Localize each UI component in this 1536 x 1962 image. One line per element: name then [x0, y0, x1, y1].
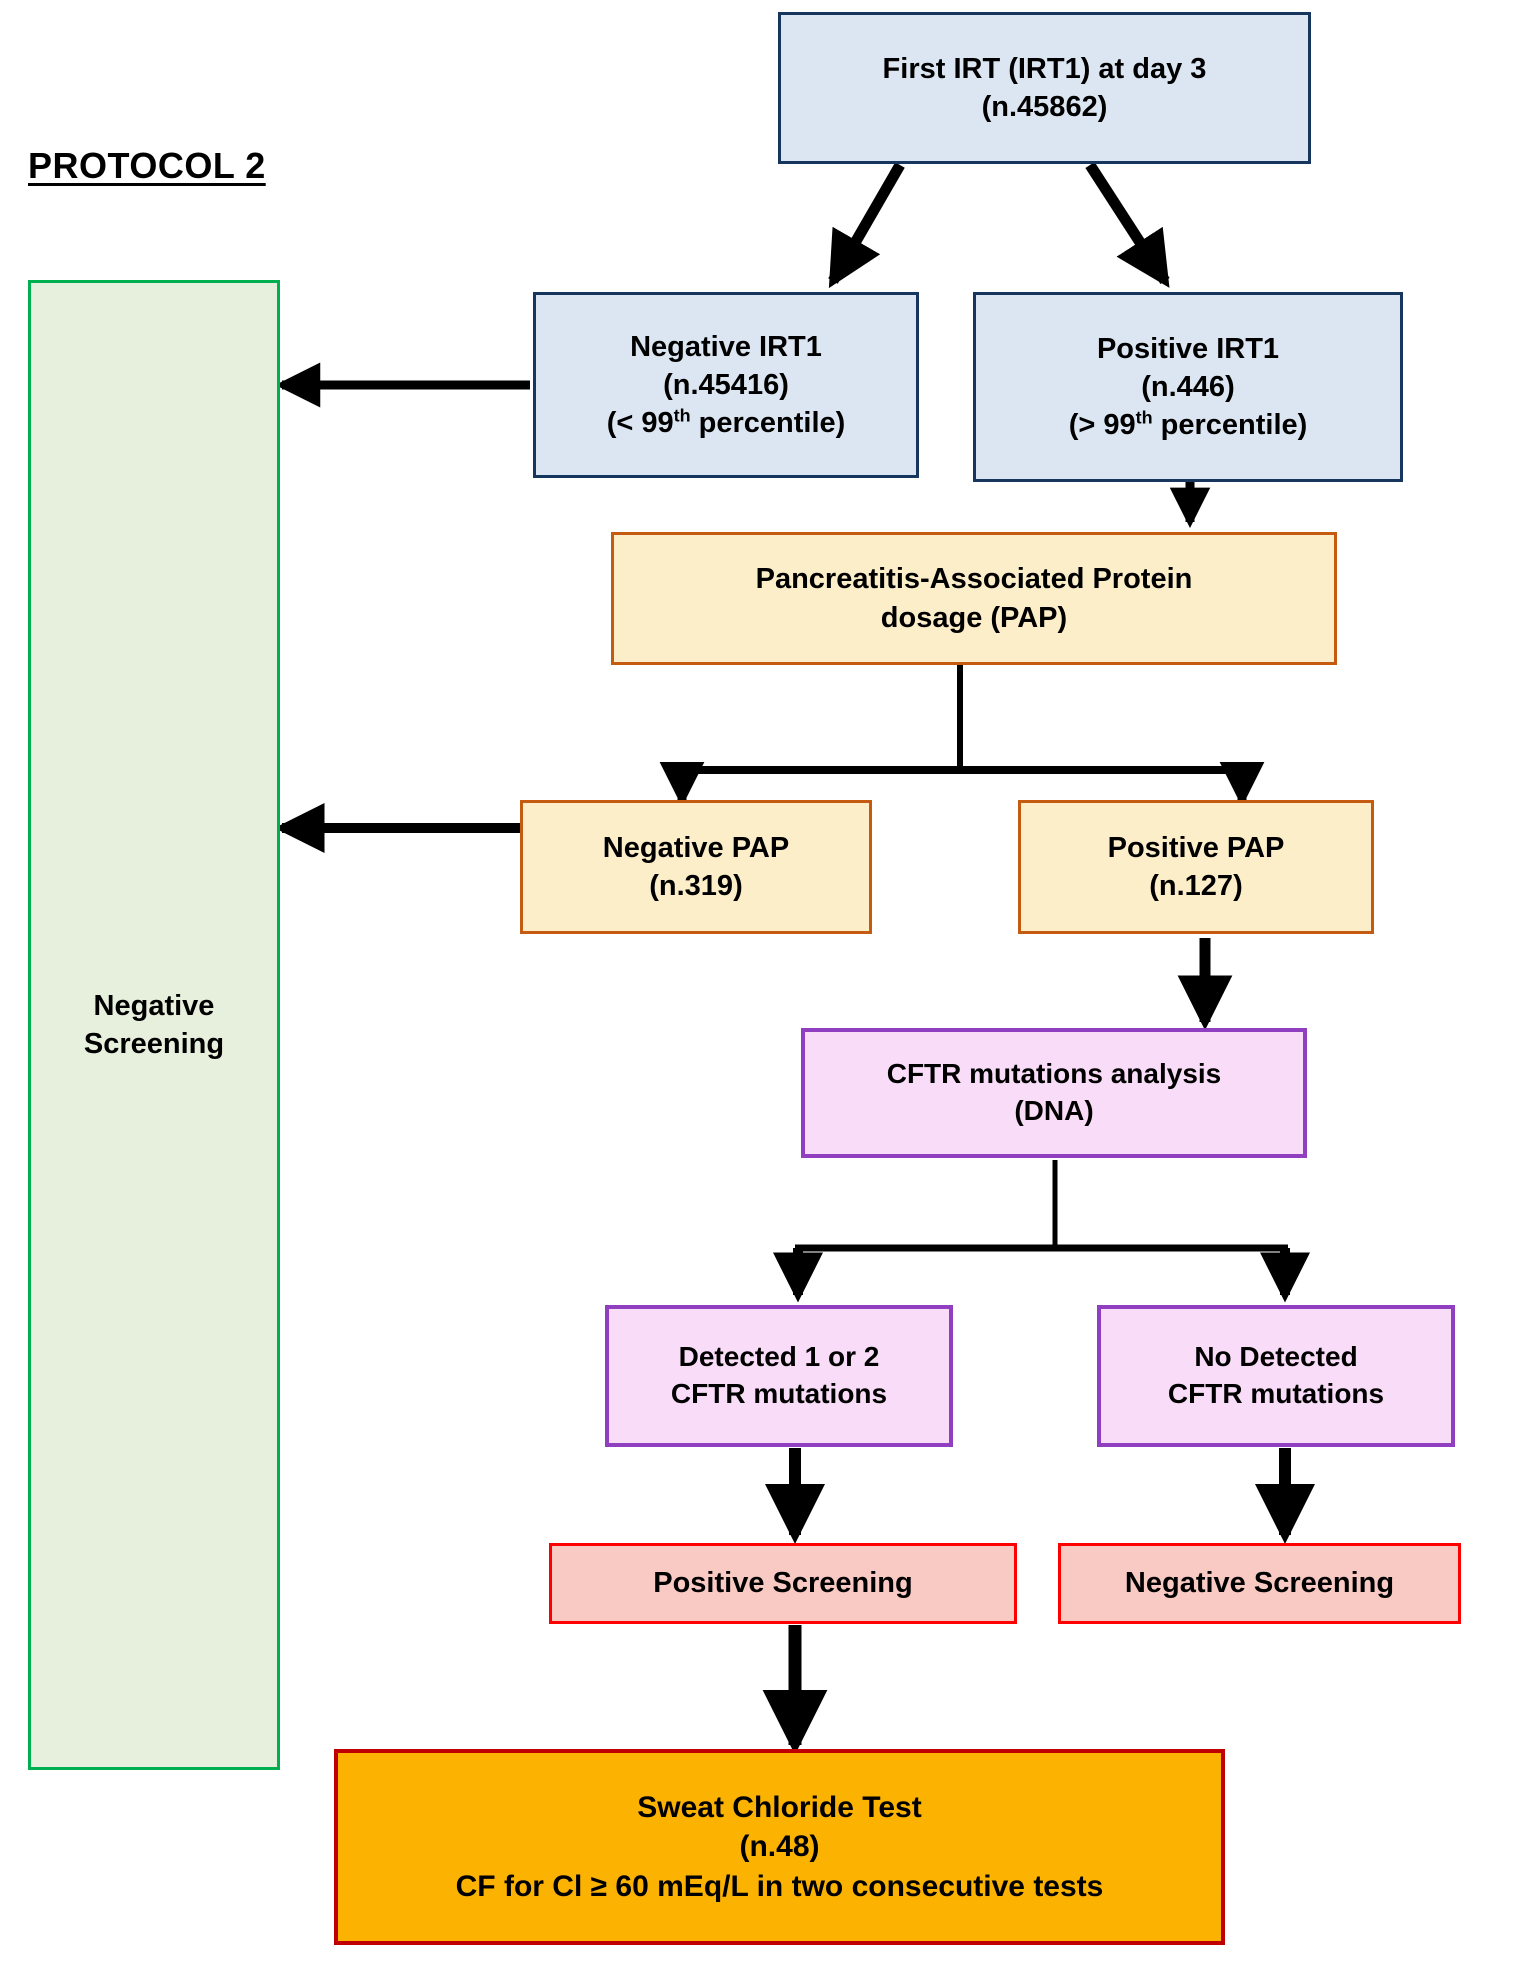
node-positive-irt1-line3-post: percentile) — [1152, 409, 1308, 442]
node-first-irt1: First IRT (IRT1) at day 3 (n.45862) — [778, 12, 1311, 164]
node-negative-irt1-line3: (< 99th percentile) — [607, 404, 846, 442]
edge-irt1-to-positive — [1085, 162, 1170, 288]
node-cftr-analysis-line1: CFTR mutations analysis — [886, 1058, 1222, 1090]
node-cftr-analysis: CFTR mutations analysis (DNA) — [801, 1028, 1307, 1158]
node-sweat-chloride-test-line3: CF for Cl ≥ 60 mEq/L in two consecutive … — [455, 1869, 1104, 1903]
node-first-irt1-line1: First IRT (IRT1) at day 3 — [882, 52, 1207, 85]
node-positive-screening-line1: Positive Screening — [653, 1567, 913, 1600]
node-positive-pap-line1: Positive PAP — [1107, 831, 1285, 864]
node-positive-irt1: Positive IRT1 (n.446) (> 99th percentile… — [973, 292, 1403, 482]
node-sweat-chloride-test: Sweat Chloride Test (n.48) CF for Cl ≥ 6… — [334, 1749, 1225, 1945]
node-pap-dosage-line2: dosage (PAP) — [880, 601, 1068, 634]
node-positive-irt1-line2: (n.446) — [1141, 370, 1235, 403]
node-negative-pap-line2: (n.319) — [649, 870, 743, 902]
node-detected-mutations-line2: CFTR mutations — [670, 1378, 888, 1409]
node-no-detected-mutations-line1: No Detected — [1194, 1341, 1358, 1373]
node-pap-dosage-line1: Pancreatitis-Associated Protein — [755, 563, 1193, 596]
node-sweat-chloride-test-line1: Sweat Chloride Test — [637, 1790, 922, 1824]
node-positive-irt1-line3-pre: (> 99 — [1068, 409, 1136, 442]
node-detected-mutations-line1: Detected 1 or 2 — [678, 1341, 880, 1373]
node-no-detected-mutations: No Detected CFTR mutations — [1097, 1305, 1455, 1447]
node-positive-irt1-line3: (> 99th percentile) — [1069, 406, 1308, 444]
node-negative-pap: Negative PAP (n.319) — [520, 800, 872, 934]
edge-irt1-to-negative — [828, 162, 905, 289]
node-negative-irt1-line3-pre: (< 99 — [606, 407, 674, 440]
sidebar-negative-screening-line1: Negative — [93, 989, 215, 1022]
node-negative-irt1: Negative IRT1 (n.45416) (< 99th percenti… — [533, 292, 919, 478]
page-title: PROTOCOL 2 — [28, 145, 266, 186]
node-positive-pap: Positive PAP (n.127) — [1018, 800, 1374, 934]
node-sweat-chloride-test-line2: (n.48) — [739, 1830, 820, 1864]
node-no-detected-mutations-line2: CFTR mutations — [1167, 1378, 1385, 1409]
node-pap-dosage: Pancreatitis-Associated Protein dosage (… — [611, 532, 1337, 665]
node-positive-screening: Positive Screening — [549, 1543, 1017, 1624]
node-negative-irt1-line2: (n.45416) — [663, 368, 789, 401]
node-negative-irt1-line3-sup: th — [673, 405, 691, 426]
node-positive-irt1-line1: Positive IRT1 — [1096, 332, 1280, 365]
node-detected-mutations: Detected 1 or 2 CFTR mutations — [605, 1305, 953, 1447]
node-negative-irt1-line3-post: percentile) — [690, 407, 846, 440]
sidebar-negative-screening-line2: Screening — [83, 1028, 225, 1060]
node-first-irt1-line2: (n.45862) — [981, 91, 1108, 123]
sidebar-negative-screening: Negative Screening — [28, 280, 280, 1770]
node-positive-pap-line2: (n.127) — [1149, 870, 1243, 902]
node-cftr-analysis-line2: (DNA) — [1014, 1095, 1094, 1126]
node-negative-screening-result-line1: Negative Screening — [1124, 1567, 1395, 1600]
node-negative-pap-line1: Negative PAP — [602, 831, 790, 864]
node-positive-irt1-line3-sup: th — [1135, 407, 1153, 428]
node-negative-screening-result: Negative Screening — [1058, 1543, 1461, 1624]
node-negative-irt1-line1: Negative IRT1 — [630, 330, 822, 363]
